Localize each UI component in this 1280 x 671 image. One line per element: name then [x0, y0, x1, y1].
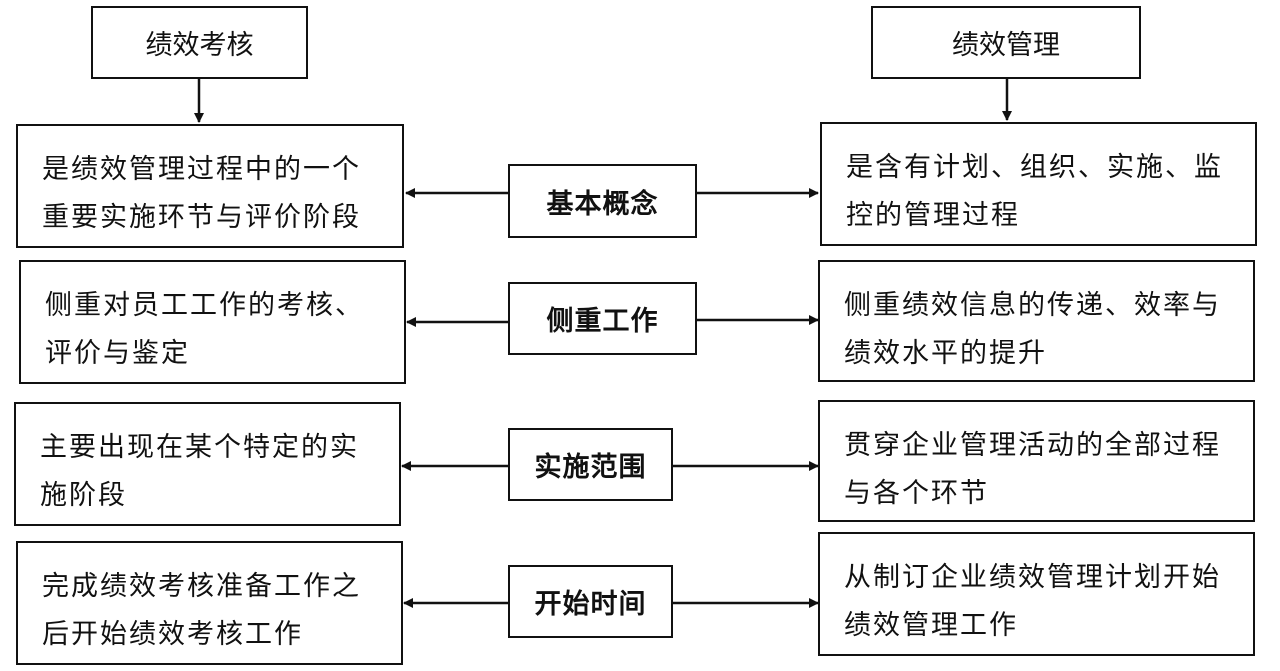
right-desc-line: 控的管理过程 [846, 200, 1020, 231]
category-box-focus: 侧重工作 [508, 282, 697, 355]
left-desc-box-start-time: 完成绩效考核准备工作之 后开始绩效考核工作 [16, 541, 403, 665]
right-desc-box-scope: 贯穿企业管理活动的全部过程 与各个环节 [818, 400, 1255, 522]
right-desc-line: 是含有计划、组织、实施、监 [846, 152, 1223, 183]
right-header-box: 绩效管理 [871, 6, 1141, 79]
left-desc-line: 完成绩效考核准备工作之 [42, 571, 361, 602]
right-desc-box-start-time: 从制订企业绩效管理计划开始 绩效管理工作 [818, 532, 1255, 656]
left-desc-box-basic-concept: 是绩效管理过程中的一个 重要实施环节与评价阶段 [16, 124, 404, 248]
left-desc-line: 是绩效管理过程中的一个 [42, 154, 361, 185]
right-desc-line: 绩效管理工作 [844, 610, 1018, 641]
right-desc-line: 与各个环节 [844, 478, 989, 509]
right-desc-line: 侧重绩效信息的传递、效率与 [844, 290, 1221, 321]
left-desc-line: 评价与鉴定 [45, 338, 190, 369]
right-desc-line: 绩效水平的提升 [844, 338, 1047, 369]
left-header-box: 绩效考核 [91, 6, 308, 79]
left-header-label: 绩效考核 [145, 30, 254, 61]
left-desc-line: 施阶段 [40, 480, 127, 511]
left-desc-line: 侧重对员工工作的考核、 [45, 290, 364, 321]
category-box-basic-concept: 基本概念 [508, 164, 697, 238]
right-desc-box-focus: 侧重绩效信息的传递、效率与 绩效水平的提升 [818, 260, 1255, 382]
left-desc-line: 重要实施环节与评价阶段 [42, 202, 361, 233]
left-desc-box-scope: 主要出现在某个特定的实 施阶段 [14, 402, 401, 526]
category-box-start-time: 开始时间 [508, 565, 673, 638]
left-desc-line: 后开始绩效考核工作 [42, 619, 303, 650]
category-label: 侧重工作 [546, 306, 659, 337]
right-desc-line: 贯穿企业管理活动的全部过程 [844, 430, 1221, 461]
right-desc-line: 从制订企业绩效管理计划开始 [844, 562, 1221, 593]
category-box-scope: 实施范围 [508, 428, 673, 501]
right-desc-box-basic-concept: 是含有计划、组织、实施、监 控的管理过程 [820, 122, 1257, 246]
left-desc-box-focus: 侧重对员工工作的考核、 评价与鉴定 [19, 260, 406, 384]
right-header-label: 绩效管理 [952, 30, 1060, 61]
category-label: 开始时间 [534, 589, 647, 620]
left-desc-line: 主要出现在某个特定的实 [40, 432, 359, 463]
category-label: 基本概念 [546, 188, 659, 220]
category-label: 实施范围 [534, 452, 647, 483]
